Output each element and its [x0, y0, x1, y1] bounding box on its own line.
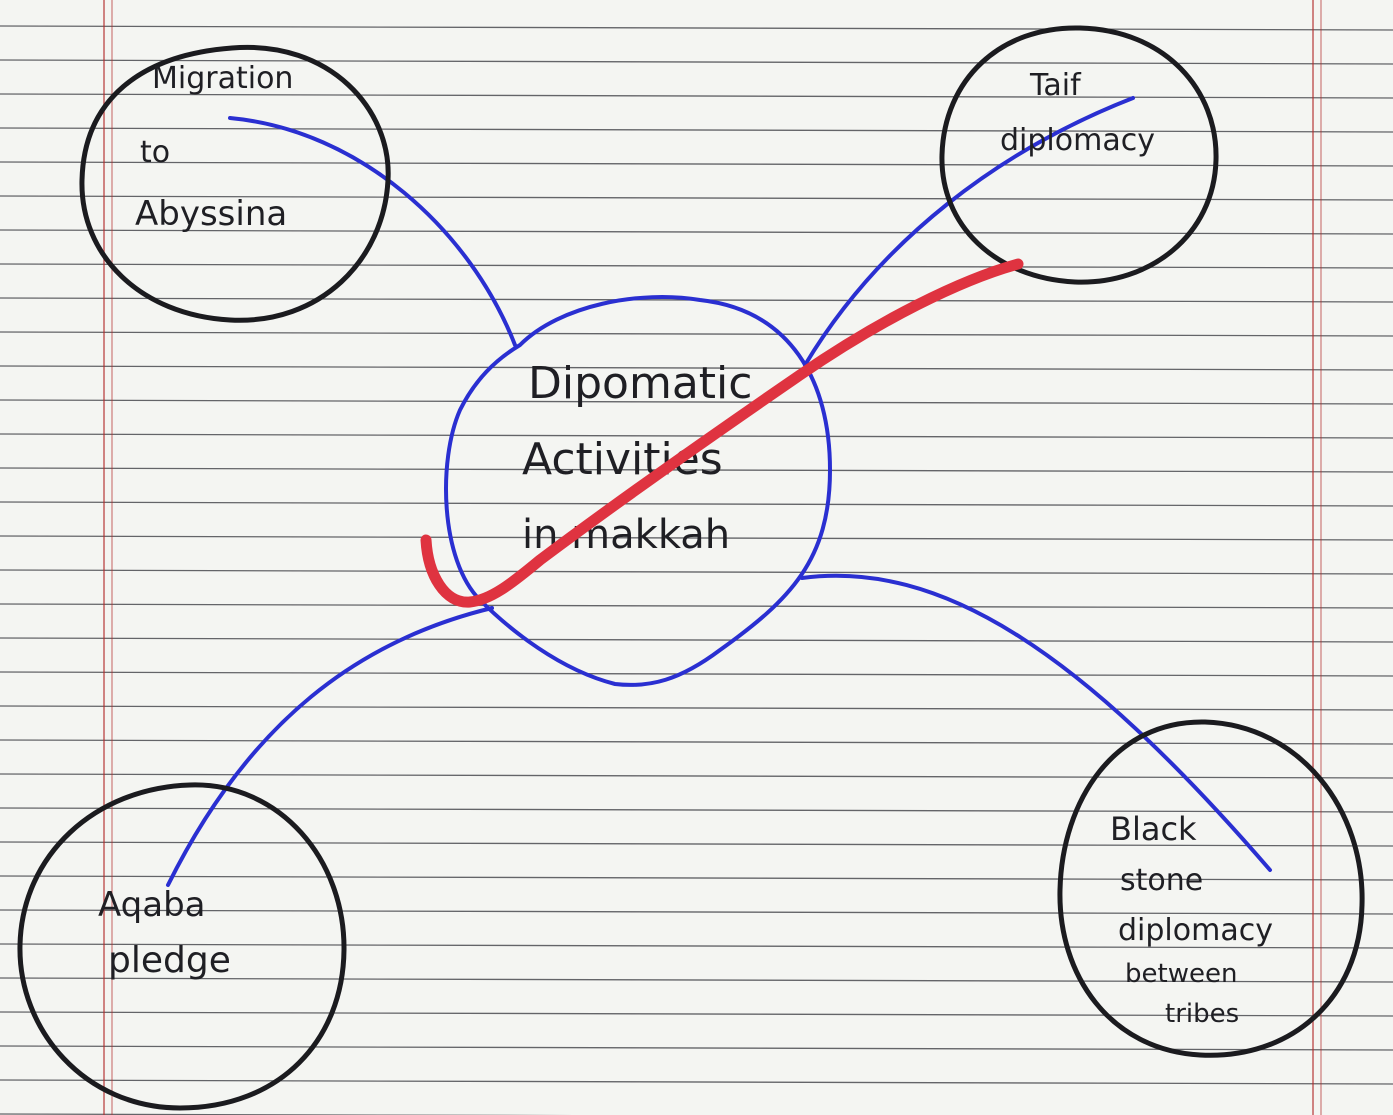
node-taif-circle	[939, 25, 1219, 285]
ruled-line	[0, 399, 1393, 405]
connector-blackstone	[800, 573, 1272, 872]
node-blackstone-line-4: between	[1125, 959, 1237, 989]
node-taif-line-2: diplomacy	[1000, 123, 1155, 158]
node-blackstone-line-3: diplomacy	[1118, 913, 1273, 948]
ruled-line	[0, 535, 1393, 541]
node-blackstone-circle	[1057, 719, 1365, 1058]
connector-migration	[228, 116, 517, 347]
node-migration-line-2: to	[140, 135, 170, 170]
ruled-line	[0, 739, 1393, 745]
ruled-line	[0, 1011, 1393, 1017]
ruled-line	[0, 841, 1393, 847]
node-aqaba-circle	[17, 782, 347, 1111]
ruled-line	[0, 433, 1393, 439]
center-label-line-1: Dipomatic	[528, 358, 752, 409]
ruled-line	[0, 909, 1393, 915]
center-node-outline	[444, 295, 833, 687]
ruled-line	[0, 195, 1393, 201]
ruled-line	[0, 875, 1393, 881]
node-aqaba-line-2: pledge	[108, 940, 231, 981]
ruled-line	[0, 569, 1393, 575]
ruled-line	[0, 1045, 1393, 1051]
node-migration-circle	[79, 44, 391, 323]
node-blackstone-line-2: stone	[1120, 863, 1203, 898]
red-correction-mark	[420, 258, 1024, 608]
node-aqaba-line-1: Aqaba	[98, 885, 206, 925]
ruled-line	[0, 263, 1393, 269]
node-migration-line-1: Migration	[152, 61, 293, 96]
ruled-line	[0, 93, 1393, 99]
ruled-line	[0, 705, 1393, 711]
center-label-line-2: Activities	[522, 434, 723, 485]
ruled-line	[0, 773, 1393, 779]
ruled-line	[0, 807, 1393, 813]
ruled-line	[0, 25, 1393, 31]
ruled-line	[0, 127, 1393, 133]
node-taif-line-1: Taif	[1029, 68, 1082, 103]
ruled-line	[0, 501, 1393, 507]
connector-aqaba	[166, 606, 494, 887]
ruled-line	[0, 467, 1393, 473]
node-blackstone-line-5: tribes	[1165, 999, 1239, 1029]
ruled-line	[0, 977, 1393, 983]
ruled-line	[0, 229, 1393, 235]
ruled-line	[0, 943, 1393, 949]
ruled-line	[0, 59, 1393, 65]
ruled-lines	[0, 25, 1393, 1115]
connector-taif	[803, 96, 1135, 367]
node-blackstone-line-1: Black	[1110, 810, 1197, 848]
ruled-line	[0, 365, 1393, 371]
ruled-line	[0, 331, 1393, 337]
ruled-line	[0, 1079, 1393, 1085]
ruled-line	[0, 637, 1393, 643]
ruled-line	[0, 161, 1393, 167]
ruled-line	[0, 671, 1393, 677]
ruled-line	[0, 603, 1393, 609]
node-migration-line-3: Abyssina	[135, 194, 287, 234]
